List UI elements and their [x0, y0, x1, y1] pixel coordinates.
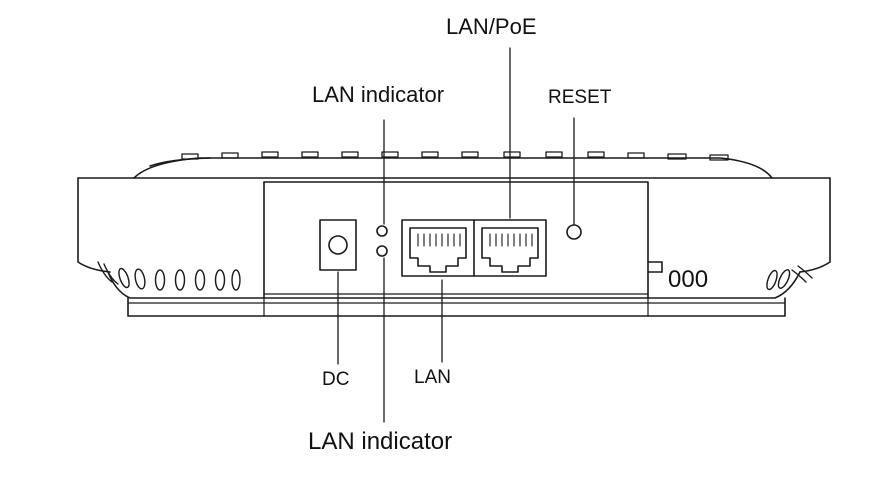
label-lan: LAN — [414, 367, 451, 388]
lan-indicator-leds — [376, 225, 388, 257]
serial-area — [647, 261, 663, 273]
label-dc: DC — [322, 369, 350, 390]
port-panel — [263, 181, 649, 317]
device-body — [77, 177, 831, 317]
top-dome — [133, 151, 773, 179]
label-serial: 000 — [668, 266, 709, 293]
reset-hole — [566, 224, 582, 240]
rj45-ports — [401, 219, 547, 277]
right-side-vents — [766, 265, 813, 291]
label-lan-indicator-top: LAN indicator — [312, 82, 445, 107]
label-lan-indicator-bottom: LAN indicator — [308, 428, 453, 455]
label-lan-poe: LAN/PoE — [446, 14, 537, 39]
left-side-vents — [97, 261, 241, 291]
callout-lines — [337, 47, 575, 423]
label-reset: RESET — [548, 87, 612, 108]
dc-jack — [319, 219, 357, 271]
top-vent-slots — [181, 151, 729, 161]
